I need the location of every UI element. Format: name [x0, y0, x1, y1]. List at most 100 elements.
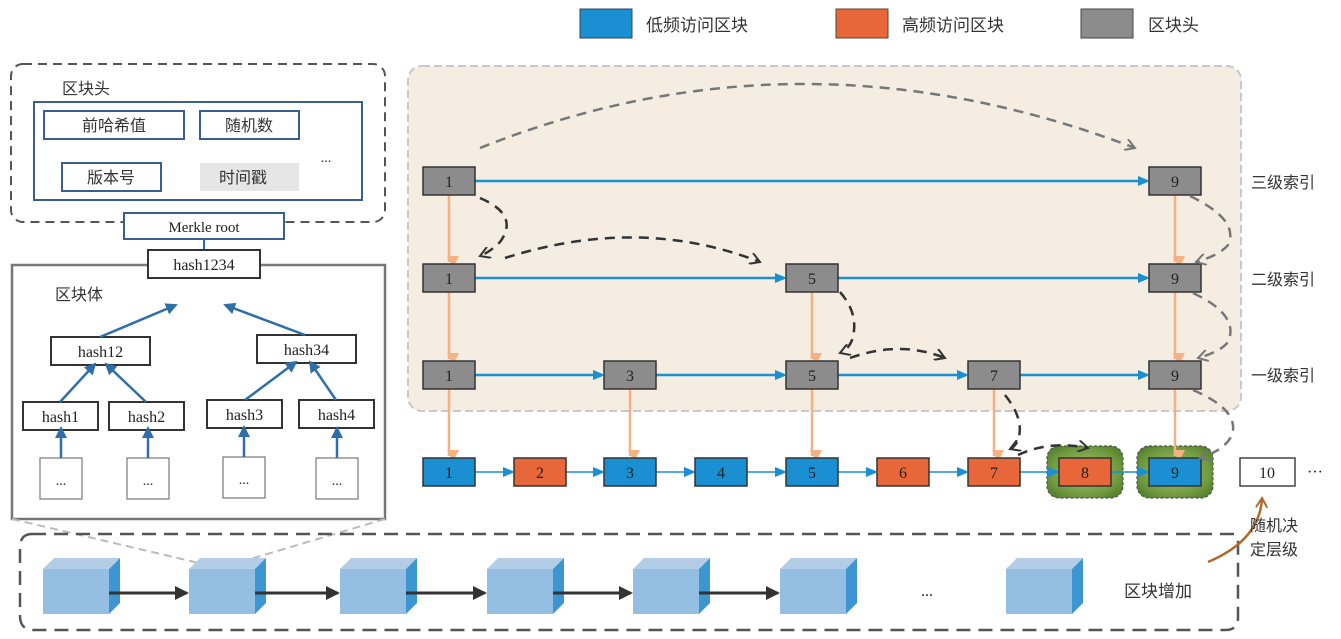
search-path-top-arc: [479, 82, 1135, 148]
merkle-arrow-2-12: [104, 362, 147, 403]
base-block-label: 3: [626, 465, 634, 482]
legend-swatch-header: [1080, 8, 1134, 39]
index-node-label: 7: [990, 368, 998, 385]
index-node-L2-5: [785, 263, 839, 293]
legend: 低频访问区块 高频访问区块 区块头: [579, 8, 1199, 39]
header-ellipsis: ...: [321, 151, 332, 166]
random-level-arrow: [1207, 498, 1262, 564]
chain-ellipsis: ...: [921, 583, 933, 600]
hash-level2-4: [298, 399, 375, 429]
chain-panel: ... 区块增加 随机决 定层级: [18, 498, 1298, 632]
level-label-3: 三级索引: [1251, 173, 1315, 192]
index-background: [407, 65, 1242, 412]
index-node-label: 9: [1171, 174, 1179, 191]
merkle-root-hash: [147, 249, 261, 279]
legend-label-high: 高频访问区块: [902, 16, 1004, 36]
chain-border: [18, 532, 1240, 632]
index-node-L3-9: [1148, 166, 1202, 196]
merkle-arrow-34-root: [223, 302, 306, 337]
hash-level1-1-label: hash12: [78, 344, 123, 361]
base-block-8: [1058, 457, 1112, 487]
merkle-leaf-1: [39, 457, 83, 500]
index-node-label: 5: [808, 271, 816, 288]
merkle-leaf-2-label: ...: [143, 474, 154, 489]
index-node-L1-5: [785, 360, 839, 390]
new-block-10-label: 10: [1259, 465, 1275, 482]
base-block-9: [1148, 457, 1202, 487]
field-timestamp-label: 时间戳: [219, 168, 267, 187]
chain-block-cube: [487, 558, 564, 614]
chain-block-cube: [1006, 558, 1083, 614]
callout-line-left: [11, 518, 221, 569]
chain-block-cube: [43, 558, 120, 614]
base-block-label: 6: [899, 465, 907, 482]
path-9-L3-L2: [1189, 194, 1232, 262]
merkle-leaf-2: [126, 457, 170, 500]
index-node-L2-9: [1148, 263, 1202, 293]
hash-level2-3-label: hash3: [226, 407, 263, 424]
legend-swatch-low: [579, 8, 633, 39]
hash-level2-2-label: hash2: [128, 409, 165, 426]
base-block-label: 4: [717, 465, 725, 482]
index-node-label: 9: [1171, 368, 1179, 385]
field-version: [61, 162, 162, 192]
search-path-7-down: [1004, 394, 1020, 449]
hash-level1-2: [256, 334, 357, 364]
hash-level1-2-label: hash34: [284, 342, 329, 359]
level-label-1: 一级索引: [1251, 366, 1315, 385]
field-nonce-label: 随机数: [225, 116, 273, 135]
index-node-label: 9: [1171, 271, 1179, 288]
field-version-label: 版本号: [87, 168, 135, 187]
random-level-label-line2: 定层级: [1250, 540, 1298, 559]
block-header-panel: 区块头 前哈希值 随机数 版本号 时间戳 ... Merkle root: [10, 63, 386, 250]
skiplist-index-area: [407, 65, 1242, 412]
base-block-2: [513, 457, 567, 487]
search-path-5-to-7: [849, 347, 945, 358]
base-block-4: [694, 457, 748, 487]
index-node-L1-9: [1148, 360, 1202, 390]
base-block-7: [967, 457, 1021, 487]
base-block-label: 5: [808, 465, 816, 482]
merkle-arrow-12-root: [99, 303, 178, 339]
merkle-arrow-3-34: [244, 360, 298, 402]
block-header-title: 区块头: [62, 79, 110, 98]
index-node-L1-1: [422, 360, 476, 390]
hash-level2-2: [108, 401, 185, 431]
merkle-root-label: Merkle root: [168, 220, 240, 236]
base-block-label: 1: [445, 465, 453, 482]
search-path-5-down: [840, 291, 856, 353]
merkle-arrow-4-34: [308, 360, 338, 401]
index-node-label: 1: [445, 271, 453, 288]
new-block-ellipsis: ···: [1307, 464, 1323, 481]
legend-item-high: 高频访问区块: [835, 8, 1004, 39]
merkle-leaf-3-label: ...: [239, 473, 250, 488]
index-node-L1-3: [603, 360, 657, 390]
base-block-1: [422, 457, 476, 487]
merkle-leaf-1-label: ...: [56, 474, 67, 489]
block-body-title: 区块体: [55, 285, 103, 304]
chain-block-cube: [780, 558, 857, 614]
index-node-label: 1: [445, 174, 453, 191]
legend-label-header: 区块头: [1148, 16, 1199, 36]
field-nonce: [199, 110, 300, 140]
chain-block-cube: [340, 558, 417, 614]
legend-item-low: 低频访问区块: [579, 8, 748, 39]
index-node-label: 5: [808, 368, 816, 385]
chain-block-cube: [633, 558, 710, 614]
index-node-L1-7: [967, 360, 1021, 390]
merkle-leaf-3: [222, 456, 266, 499]
search-path-1-down: [480, 196, 508, 256]
chain-block-cube: [189, 558, 266, 614]
merkle-leaf-4-label: ...: [332, 474, 343, 489]
legend-label-low: 低频访问区块: [646, 16, 748, 36]
hash-level1-1: [50, 336, 151, 366]
legend-item-header: 区块头: [1080, 8, 1199, 39]
merkle-root-hash-label: hash1234: [173, 257, 234, 274]
merkle-arrow-1-12: [59, 362, 97, 403]
field-timestamp: [200, 163, 299, 191]
field-prev-hash-label: 前哈希值: [82, 116, 146, 135]
random-level-label-line1: 随机决: [1250, 516, 1298, 535]
merkle-leaf-4: [315, 457, 359, 500]
